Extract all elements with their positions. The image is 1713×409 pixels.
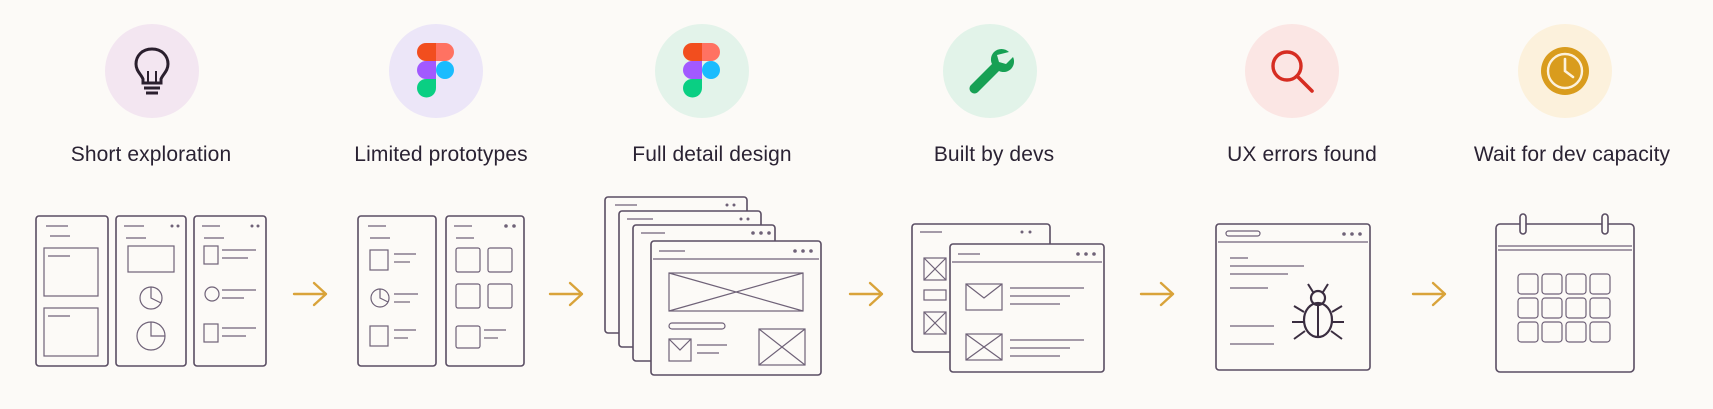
bug-icon <box>1292 283 1344 340</box>
step-2-wireframes <box>357 215 525 367</box>
arrow-right-icon <box>292 281 328 307</box>
step-2-icon-circle <box>389 24 483 118</box>
arrow-right-icon <box>848 281 884 307</box>
step-5-icon-circle <box>1245 24 1339 118</box>
arrow-right-icon <box>1411 281 1447 307</box>
lightbulb-icon <box>134 47 170 95</box>
step-5-label: UX errors found <box>1227 143 1377 166</box>
figma-icon <box>683 43 720 98</box>
wrench-icon <box>969 49 1015 94</box>
magnifier-icon <box>1271 50 1314 93</box>
step-1-wireframes <box>35 215 267 367</box>
step-2-label: Limited prototypes <box>354 143 528 166</box>
figma-icon <box>417 43 454 98</box>
step-1-label: Short exploration <box>70 143 232 166</box>
step-6-icon-circle <box>1518 24 1612 118</box>
step-4-icon-circle <box>943 24 1037 118</box>
arrow-right-icon <box>1139 281 1175 307</box>
clock-icon <box>1541 47 1589 95</box>
step-4-wireframes <box>911 223 1105 373</box>
arrow-right-icon <box>548 281 584 307</box>
step-3-icon-circle <box>655 24 749 118</box>
step-6-calendar <box>1495 213 1635 373</box>
step-3-label: Full detail design <box>632 143 792 166</box>
step-5-wireframe-with-bug <box>1215 223 1371 371</box>
step-4-label: Built by devs <box>933 143 1055 166</box>
step-6-label: Wait for dev capacity <box>1473 143 1671 166</box>
step-1-icon-circle <box>105 24 199 118</box>
step-3-wireframes <box>604 196 822 376</box>
